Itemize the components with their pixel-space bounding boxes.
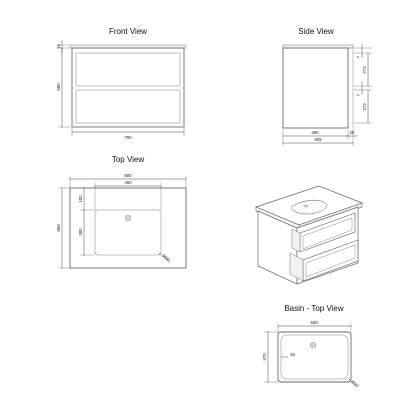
side-horizontal-dimensions: 480 25 505 (282, 49, 358, 146)
top-radius-label: R50 (161, 253, 171, 262)
basin-outer-rim (277, 331, 352, 383)
basin-width-label: 530 (310, 320, 318, 325)
basin-inner-bowl (280, 334, 349, 380)
front-height-dimension: 550 (56, 47, 71, 128)
front-view-title: Front View (109, 27, 147, 36)
side-lower-gap-label: 7 (356, 93, 361, 96)
top-radius-callout: R50 (158, 252, 171, 263)
iso-lower-drawer-side (289, 252, 304, 282)
side-view-cabinet (282, 44, 354, 129)
lower-drawer (75, 89, 181, 124)
side-vertical-dimensions: 7 273 7 273 (354, 43, 372, 124)
front-top-gap-label: 15 (56, 44, 61, 49)
basin-top-view-title: Basin - Top View (284, 304, 344, 313)
side-lower-drawer-label: 273 (362, 103, 367, 111)
iso-upper-drawer-side (291, 228, 301, 253)
top-width-outer-label: 800 (124, 173, 132, 178)
top-back-offset-label: 100 (78, 195, 83, 203)
front-view-cabinet (69, 44, 187, 128)
basin-depth-label: 370 (262, 353, 267, 361)
top-view-countertop (69, 187, 187, 269)
top-basin-depth-label: 300 (78, 228, 83, 236)
iso-drain-icon (303, 204, 309, 208)
isometric-view (255, 185, 364, 285)
basin-drain-offset-dimension: 25 (281, 352, 295, 358)
basin-drain-offset-label: 25 (290, 352, 295, 357)
drain-icon (125, 215, 131, 221)
upper-drawer (75, 52, 181, 87)
front-width-dimension: 790 (71, 128, 185, 140)
side-view-title: Side View (298, 27, 334, 36)
basin-radius-callout: R50 (347, 377, 360, 389)
side-depth-outer-label: 480 (311, 130, 319, 135)
cabinet-body (71, 47, 185, 128)
front-width-label: 790 (124, 135, 132, 140)
iso-basin (291, 199, 328, 215)
basin-width-dimension: 530 (277, 320, 352, 332)
basin-depth-dimension: 370 (262, 331, 278, 383)
basin-top-view: Basin - Top View 530 370 25 R50 (262, 304, 360, 389)
front-height-label: 550 (56, 83, 61, 91)
top-view-title: Top View (112, 155, 145, 164)
side-upper-gap-label: 7 (356, 55, 361, 58)
front-view: Front View 15 550 790 (56, 27, 187, 140)
side-cabinet-body (282, 47, 349, 129)
side-upper-drawer-label: 273 (362, 66, 367, 74)
side-view: Side View 7 273 7 273 (282, 27, 372, 146)
basin-drain-icon (310, 342, 316, 348)
top-width-dimensions: 800 460 (69, 173, 187, 210)
basin-radius-label: R50 (350, 379, 360, 388)
front-top-gap-dimension: 15 (56, 40, 71, 53)
top-basin-width-label: 460 (124, 180, 132, 185)
top-view: Top View 800 460 505 100 300 (56, 155, 187, 269)
top-view-basin (94, 209, 162, 256)
side-depth-total-label: 505 (314, 137, 322, 142)
top-depth-label: 505 (56, 224, 61, 232)
side-back-gap-label: 25 (350, 130, 355, 135)
top-depth-dimensions: 505 100 300 (56, 187, 95, 269)
